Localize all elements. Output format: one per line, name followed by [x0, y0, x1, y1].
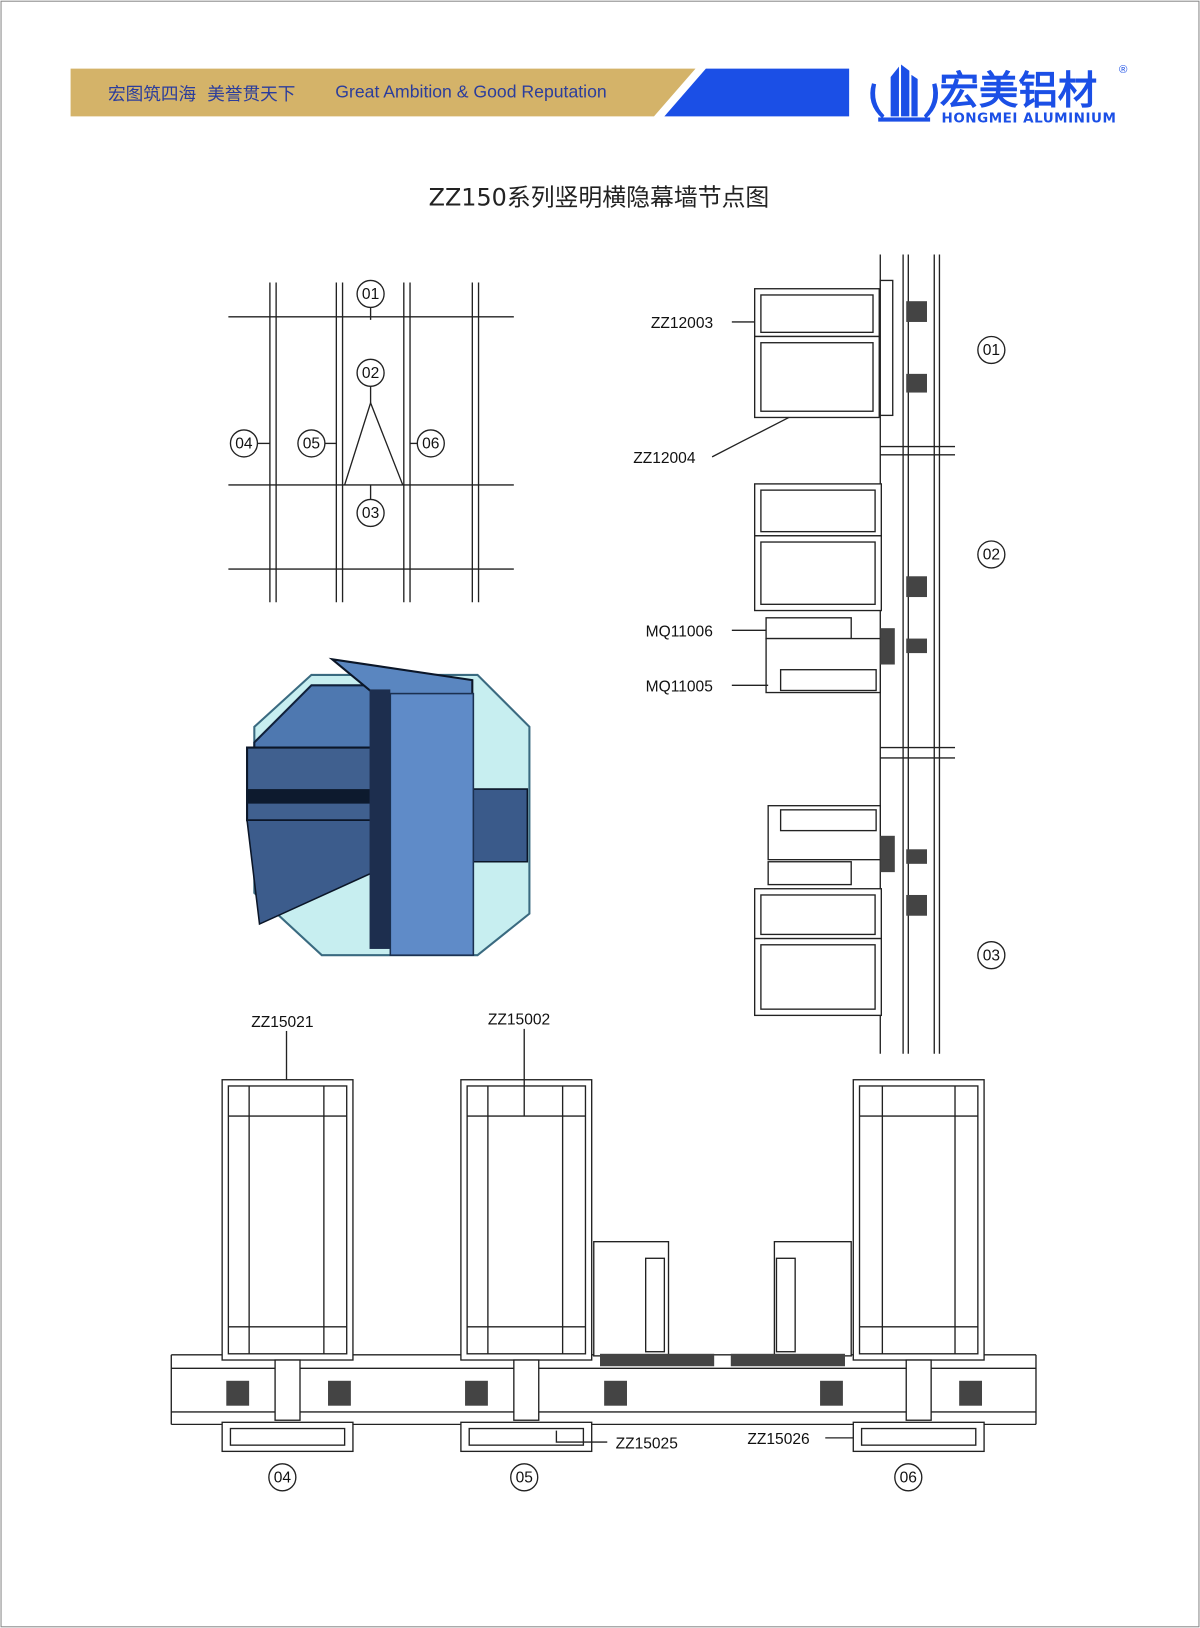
callout-05: 05 — [510, 1463, 539, 1492]
brand-en: HONGMEI ALUMINIUM — [942, 111, 1117, 127]
callout-06: 06 — [416, 429, 445, 458]
gold-band — [70, 68, 696, 117]
label-zz15021: ZZ15021 — [251, 1014, 313, 1031]
horizontal-section-drawing: ZZ15021 ZZ15002 ZZ15025 ZZ15026 04 05 06 — [170, 1012, 1037, 1492]
svg-text:03: 03 — [983, 947, 1000, 964]
svg-text:05: 05 — [303, 436, 320, 453]
page-title: ZZ150系列竖明横隐幕墙节点图 — [429, 184, 770, 212]
label-mq11005: MQ11005 — [646, 679, 713, 696]
svg-text:01: 01 — [983, 342, 1000, 359]
label-zz15026: ZZ15026 — [747, 1431, 809, 1448]
svg-text:04: 04 — [235, 436, 253, 453]
svg-text:06: 06 — [422, 436, 439, 453]
blue-band — [664, 68, 850, 117]
svg-text:02: 02 — [983, 547, 1000, 564]
svg-text:04: 04 — [274, 1470, 292, 1487]
svg-text:03: 03 — [362, 505, 379, 522]
brand-cn: 宏美铝材 — [939, 68, 1097, 114]
callout-02: 02 — [356, 358, 385, 387]
callout-01: 01 — [356, 279, 385, 309]
slogan-cn: 宏图筑四海 美誉贯天下 — [108, 84, 295, 105]
callout-03: 03 — [356, 498, 385, 528]
label-mq11006: MQ11006 — [646, 623, 713, 640]
header-banner: 宏图筑四海 美誉贯天下 Great Ambition & Good Reputa… — [70, 68, 850, 117]
callout-01: 01 — [977, 335, 1006, 365]
callout-02: 02 — [977, 540, 1006, 569]
svg-text:06: 06 — [900, 1470, 917, 1487]
callout-04: 04 — [229, 429, 259, 458]
callout-03: 03 — [977, 941, 1006, 970]
svg-text:01: 01 — [362, 286, 379, 303]
callout-04: 04 — [268, 1463, 297, 1492]
brand-logo: 宏美铝材 ® HONGMEI ALUMINIUM — [870, 64, 1128, 127]
svg-text:02: 02 — [362, 365, 379, 382]
building-emblem-icon — [870, 64, 939, 122]
vertical-section-drawing: ZZ12003 ZZ12004 MQ11006 MQ11005 01 02 03 — [633, 254, 1006, 1054]
registered-mark: ® — [1119, 64, 1128, 76]
3d-node-render — [246, 657, 531, 957]
callout-05: 05 — [297, 429, 326, 458]
svg-text:05: 05 — [516, 1470, 533, 1487]
label-zz15002: ZZ15002 — [488, 1012, 550, 1029]
callout-06: 06 — [894, 1463, 923, 1492]
elevation-grid: 01 02 03 04 05 06 — [228, 279, 514, 603]
label-zz15025: ZZ15025 — [616, 1435, 678, 1452]
slogan-en: Great Ambition & Good Reputation — [335, 82, 606, 102]
label-zz12004: ZZ12004 — [633, 450, 696, 467]
label-zz12003: ZZ12003 — [651, 315, 713, 332]
